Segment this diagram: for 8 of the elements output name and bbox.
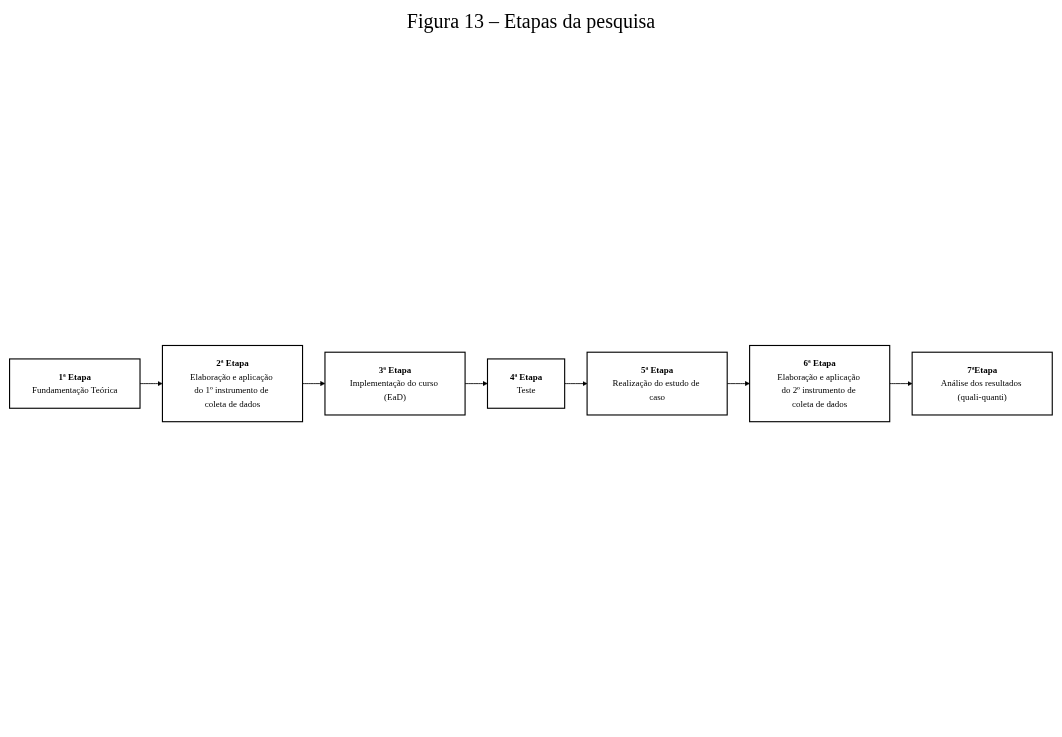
node-box: 7ªEtapa Análise dos resultados (quali-quanti): [911, 352, 1053, 416]
node-box: 5ª Etapa Realização do estudo de caso: [586, 352, 728, 416]
node-box: 3ª Etapa Implementação do curso (EaD): [324, 352, 466, 416]
node-box: 1ª Etapa Fundamentação Teórica: [9, 358, 141, 410]
figure-title: Figura 13 – Etapas da pesquisa: [405, 9, 657, 35]
node-box: 4ª Etapa Teste: [487, 358, 566, 410]
node-box: 6ª Etapa Elaboração e aplicação do 2º instrumento de coleta de dados: [749, 345, 891, 423]
node-box: 2ª Etapa Elaboração e aplicação do 1º instrumento de coleta de dados: [161, 345, 304, 423]
